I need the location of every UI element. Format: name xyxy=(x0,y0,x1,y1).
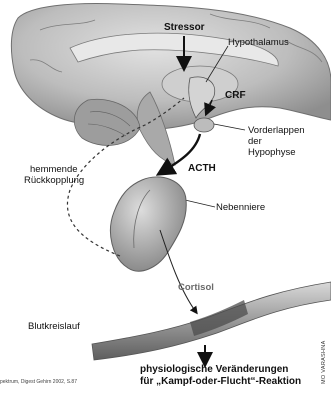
label-cortisol: Cortisol xyxy=(178,282,214,293)
nebenniere-leader xyxy=(185,200,215,207)
label-hemmende-line2: Rückkopplung xyxy=(24,175,84,186)
label-vorderlappen-line3: Hypophyse xyxy=(248,147,296,158)
label-nebenniere: Nebenniere xyxy=(216,202,265,213)
adrenal-gland xyxy=(110,177,186,271)
label-hemmende-line1: hemmende xyxy=(30,164,78,175)
label-hypothalamus: Hypothalamus xyxy=(228,37,289,48)
vorderlappen-leader xyxy=(214,124,245,130)
source-credit: pektrum, Digest Gehirn 2002, S.87 xyxy=(0,379,77,385)
artist-credit: MO VARASHNA xyxy=(321,340,327,384)
label-result-line1: physiologische Veränderungen xyxy=(140,364,288,375)
label-acth: ACTH xyxy=(188,163,216,174)
label-result-line2: für „Kampf-oder-Flucht“-Reaktion xyxy=(140,376,301,387)
blood-vessel xyxy=(92,282,331,360)
label-vorderlappen-line1: Vorderlappen xyxy=(248,125,305,136)
label-crf: CRF xyxy=(225,90,246,101)
label-vorderlappen-line2: der xyxy=(248,136,262,147)
label-blutkreislauf: Blutkreislauf xyxy=(28,321,80,332)
label-stressor: Stressor xyxy=(164,22,205,33)
